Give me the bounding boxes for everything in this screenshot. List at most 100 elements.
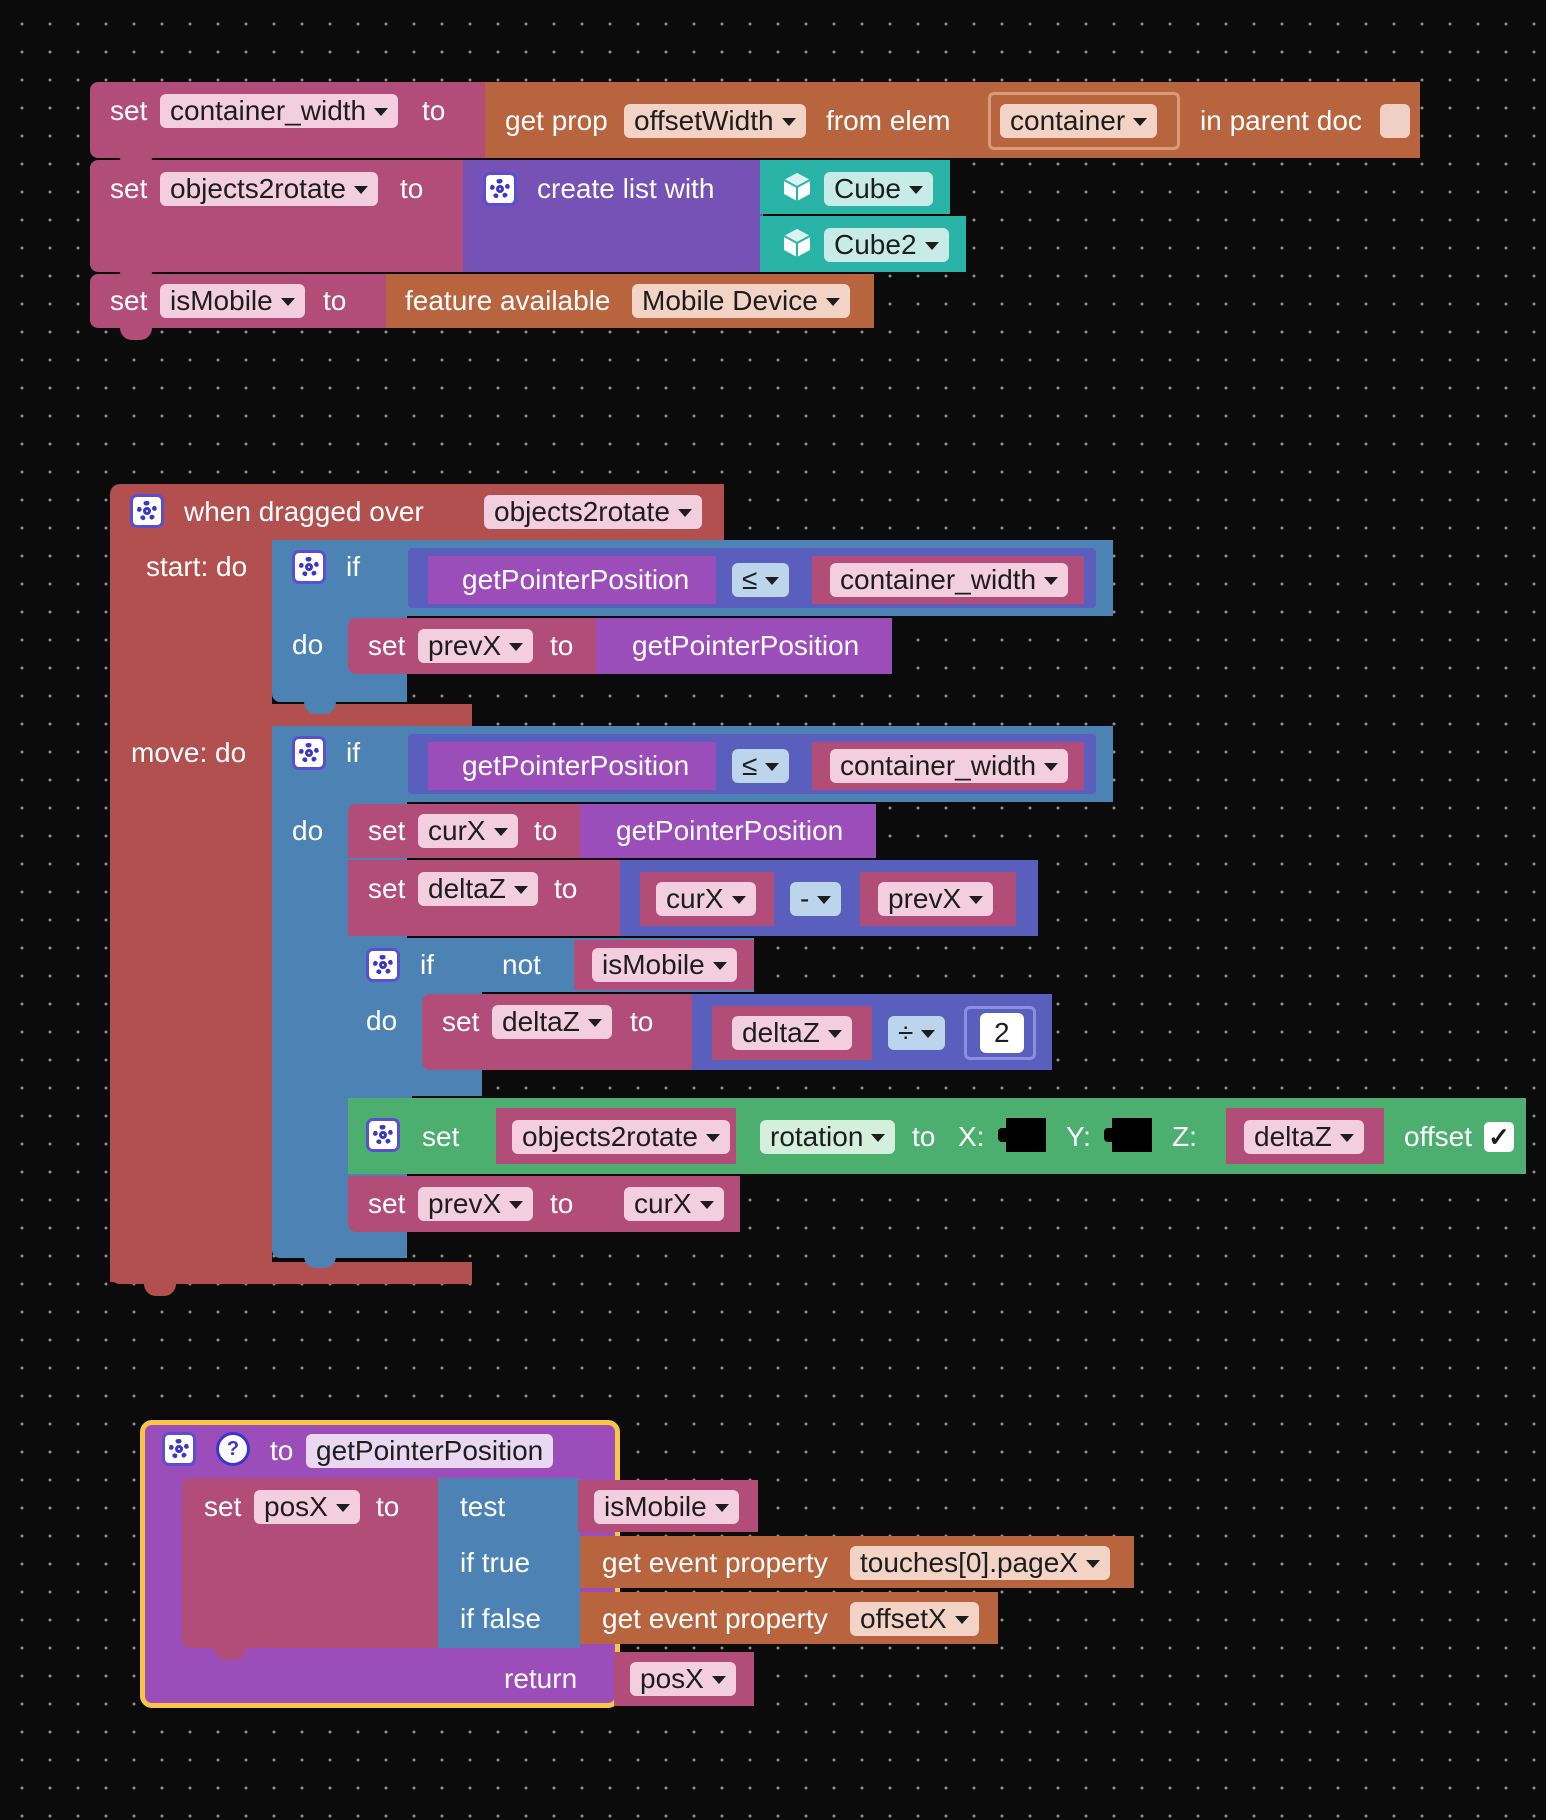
- variable-dropdown[interactable]: isMobile: [592, 948, 737, 982]
- to-label: to: [270, 1435, 294, 1466]
- to-label: to: [422, 95, 446, 126]
- start-do-label: start: do: [146, 551, 248, 582]
- operator-dropdown[interactable]: ≤: [732, 563, 790, 597]
- help-icon[interactable]: ?: [216, 1432, 250, 1466]
- set-label: set: [368, 1188, 406, 1219]
- empty-y-input[interactable]: [1104, 1118, 1152, 1152]
- variable-dropdown[interactable]: container_width: [830, 749, 1069, 783]
- empty-x-input[interactable]: [998, 1118, 1046, 1152]
- to-label: to: [323, 285, 347, 316]
- property-dropdown[interactable]: offsetWidth: [624, 104, 806, 138]
- feature-dropdown[interactable]: Mobile Device: [632, 284, 850, 318]
- drag-event-start-bar: [270, 704, 472, 726]
- if-true-label: if true: [460, 1547, 531, 1578]
- procedure-name-field[interactable]: getPointerPosition: [306, 1434, 554, 1468]
- event-header-label: when dragged over: [184, 496, 424, 527]
- variable-dropdown[interactable]: deltaZ: [1244, 1120, 1364, 1154]
- set-label: set: [368, 815, 406, 846]
- event-property-label: get event property: [602, 1547, 828, 1578]
- event-property-label: get event property: [602, 1603, 828, 1634]
- set-label: set: [110, 285, 148, 316]
- z-label: Z:: [1172, 1121, 1197, 1152]
- variable-dropdown[interactable]: container_width: [830, 563, 1069, 597]
- if-label: if: [420, 949, 434, 980]
- variable-dropdown[interactable]: curX: [624, 1187, 724, 1221]
- event-object-dropdown[interactable]: objects2rotate: [484, 495, 702, 529]
- x-label: X:: [958, 1121, 985, 1152]
- y-label: Y:: [1066, 1121, 1091, 1152]
- create-list-label: create list with: [537, 173, 715, 204]
- set-label: set: [110, 173, 148, 204]
- number-field[interactable]: 2: [980, 1013, 1024, 1053]
- ternary-block[interactable]: [438, 1478, 580, 1648]
- from-elem-label: from elem: [826, 105, 951, 136]
- procedure-call-block[interactable]: [580, 804, 876, 858]
- operator-dropdown[interactable]: -: [790, 882, 842, 916]
- block-notch: [304, 700, 336, 714]
- event-property-dropdown[interactable]: offsetX: [850, 1602, 979, 1636]
- variable-dropdown[interactable]: curX: [656, 882, 756, 916]
- object-dropdown[interactable]: Cube2: [824, 228, 949, 262]
- set-label: set: [204, 1491, 242, 1522]
- drag-event-bottom-bar: [110, 1262, 472, 1284]
- object-dropdown[interactable]: objects2rotate: [512, 1120, 730, 1154]
- block-notch: [120, 326, 152, 340]
- do-label: do: [292, 815, 324, 846]
- set-label: set: [368, 630, 406, 661]
- cube-icon: [783, 229, 811, 257]
- offset-checkbox[interactable]: ✓: [1484, 1122, 1514, 1152]
- move-if-bottom-bar: [272, 1234, 407, 1256]
- to-label: to: [376, 1491, 400, 1522]
- gear-icon[interactable]: [366, 948, 400, 982]
- variable-dropdown[interactable]: isMobile: [160, 284, 305, 318]
- if-label: if: [346, 551, 360, 582]
- procedure-call-label: getPointerPosition: [462, 564, 690, 595]
- gear-icon[interactable]: [292, 736, 326, 770]
- to-label: to: [534, 815, 558, 846]
- variable-dropdown[interactable]: deltaZ: [732, 1016, 852, 1050]
- block-notch: [304, 1254, 336, 1268]
- variable-dropdown[interactable]: curX: [418, 814, 518, 848]
- event-property-dropdown[interactable]: touches[0].pageX: [850, 1546, 1110, 1580]
- gear-icon[interactable]: [292, 550, 326, 584]
- in-parent-doc-label: in parent doc: [1200, 105, 1362, 136]
- move-do-label: move: do: [131, 737, 247, 768]
- set-label: set: [110, 95, 148, 126]
- procedure-call-block[interactable]: [428, 556, 716, 604]
- cube-icon: [783, 173, 811, 201]
- in-parent-doc-checkbox[interactable]: [1380, 104, 1410, 138]
- if-label: if: [346, 737, 360, 768]
- variable-dropdown[interactable]: prevX: [418, 1187, 534, 1221]
- variable-dropdown[interactable]: posX: [254, 1490, 360, 1524]
- offset-label: offset: [1404, 1121, 1472, 1152]
- variable-dropdown[interactable]: isMobile: [594, 1490, 739, 1524]
- operator-dropdown[interactable]: ≤: [732, 749, 790, 783]
- variable-dropdown[interactable]: deltaZ: [492, 1005, 612, 1039]
- gear-icon[interactable]: [483, 172, 517, 206]
- to-label: to: [400, 173, 424, 204]
- get-prop-label: get prop: [505, 105, 608, 136]
- do-label: do: [292, 629, 324, 660]
- variable-dropdown[interactable]: prevX: [418, 629, 534, 663]
- procedure-call-block[interactable]: [428, 742, 716, 790]
- procedure-call-block[interactable]: [596, 618, 892, 674]
- variable-dropdown[interactable]: prevX: [878, 882, 994, 916]
- variable-dropdown[interactable]: objects2rotate: [160, 172, 378, 206]
- gear-icon[interactable]: [130, 494, 164, 528]
- object-dropdown[interactable]: Cube: [824, 172, 933, 206]
- block-notch: [144, 1282, 176, 1296]
- procedure-call-label: getPointerPosition: [616, 815, 844, 846]
- variable-dropdown[interactable]: container_width: [160, 94, 399, 128]
- to-label: to: [554, 873, 578, 904]
- do-label: do: [366, 1005, 398, 1036]
- block-notch: [214, 1646, 246, 1660]
- variable-dropdown[interactable]: posX: [630, 1662, 736, 1696]
- element-dropdown[interactable]: container: [1000, 104, 1158, 138]
- variable-dropdown[interactable]: deltaZ: [418, 872, 538, 906]
- gear-icon[interactable]: [366, 1118, 400, 1152]
- test-label: test: [460, 1491, 506, 1522]
- to-label: to: [912, 1121, 936, 1152]
- gear-icon[interactable]: [162, 1432, 196, 1466]
- transform-property-dropdown[interactable]: rotation: [760, 1120, 896, 1154]
- operator-dropdown[interactable]: ÷: [888, 1016, 946, 1050]
